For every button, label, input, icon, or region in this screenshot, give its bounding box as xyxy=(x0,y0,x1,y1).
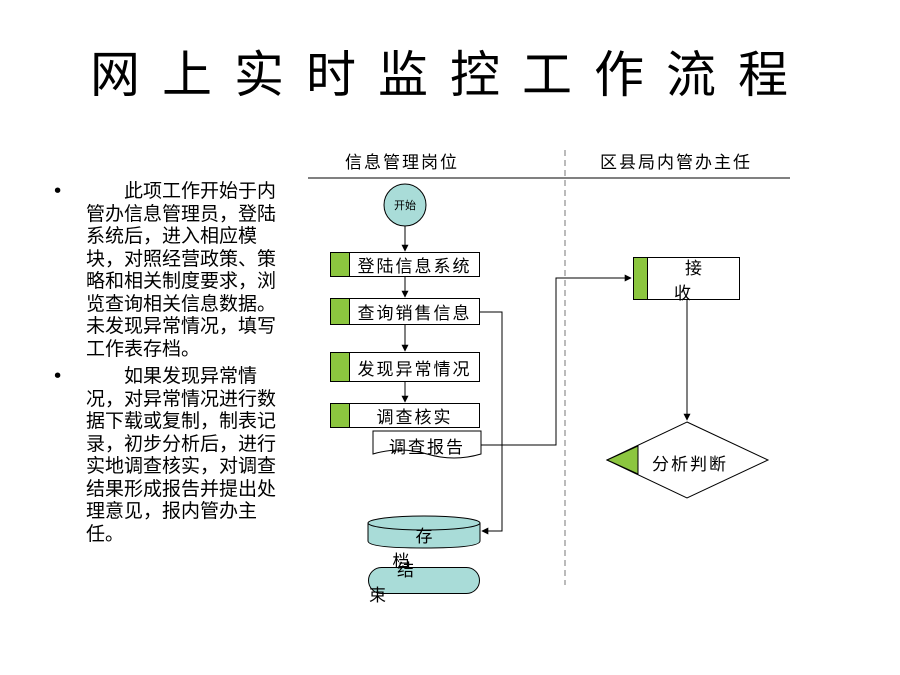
lane-label-info-admin: 信息管理岗位 xyxy=(345,153,459,173)
analyze-diamond xyxy=(605,421,770,499)
accent-bar xyxy=(331,404,350,427)
investigate-label: 调查核实 xyxy=(376,408,453,428)
lane-label-director: 区县局内管办主任 xyxy=(600,153,752,173)
query-sales-label: 查询销售信息 xyxy=(357,304,472,324)
page-title: 网上实时监控工作流程 xyxy=(90,46,810,104)
analyze-accent xyxy=(605,445,639,475)
archive-cylinder-shape xyxy=(367,515,481,549)
bullet-item: • 此项工作开始于内管办信息管理员，登陆系统后，进入相应模块，对照经营政策、策略… xyxy=(52,180,284,360)
receive-label: 接收 xyxy=(674,258,724,304)
accent-bar xyxy=(634,258,648,299)
login-system-label: 登陆信息系统 xyxy=(357,257,472,277)
bullet-text: 如果发现异常情况，对异常情况进行数据下载或复制，制表记录，初步分析后，进行实地调… xyxy=(86,365,277,545)
end-node: 结束 xyxy=(368,561,480,606)
arrow-report-receive xyxy=(481,274,632,446)
report-document-shape xyxy=(372,430,482,459)
arrow-query-archive xyxy=(480,311,503,535)
receive-box: 接收 xyxy=(633,257,740,304)
bullet-text: 此项工作开始于内管办信息管理员，登陆系统后，进入相应模块，对照经营政策、策略和相… xyxy=(86,180,277,360)
analyze-label: 分析判断 xyxy=(652,455,728,475)
description-list: • 此项工作开始于内管办信息管理员，登陆系统后，进入相应模块，对照经营政策、策略… xyxy=(52,180,284,550)
login-system-box: 登陆信息系统 xyxy=(330,252,480,277)
report-label: 调查报告 xyxy=(389,438,465,458)
accent-bar xyxy=(331,299,350,324)
found-anomaly-box: 发现异常情况 xyxy=(330,352,480,382)
bullet-marker: • xyxy=(52,365,64,387)
bullet-item: • 如果发现异常情况，对异常情况进行数据下载或复制，制表记录，初步分析后，进行实… xyxy=(52,365,284,545)
accent-bar xyxy=(331,253,350,276)
query-sales-box: 查询销售信息 xyxy=(330,298,480,325)
investigate-box: 调查核实 xyxy=(330,403,480,428)
found-anomaly-label: 发现异常情况 xyxy=(357,359,472,380)
end-label: 结束 xyxy=(369,560,442,606)
start-node-label: 开始 xyxy=(394,199,416,212)
bullet-marker: • xyxy=(52,180,64,202)
accent-bar xyxy=(331,353,350,381)
